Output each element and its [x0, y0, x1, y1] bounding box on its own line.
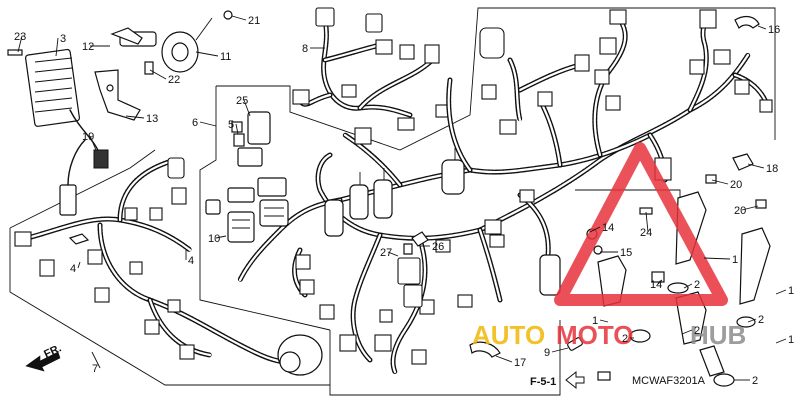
fuse-relay-group [205, 111, 289, 243]
callout-leader-line [551, 347, 569, 353]
callout-number-17: 17 [514, 357, 526, 369]
callout-number-11: 11 [220, 51, 231, 63]
callout-number-2: 2 [758, 314, 764, 326]
callout-number-21: 21 [248, 15, 260, 27]
callout-number-4: 4 [70, 263, 76, 275]
callout-number-25: 25 [236, 95, 248, 107]
frame-lines [9, 7, 776, 396]
callout-leader-line [149, 69, 167, 80]
callout-leader-line [775, 338, 787, 344]
callout-leader-line [387, 251, 399, 257]
callout-number-1: 1 [788, 334, 794, 346]
sub-harness-left [14, 157, 323, 376]
callout-number-7: 7 [92, 363, 98, 375]
callout-leader-line [683, 283, 693, 289]
callout-number-24: 24 [640, 227, 652, 239]
callout-leader-line [589, 226, 601, 233]
coils [324, 148, 561, 296]
callout-number-1: 1 [788, 285, 794, 297]
watermark: AUTO MOTO HUB [472, 142, 746, 350]
callout-number-10: 10 [208, 233, 220, 245]
callout-number-5: 5 [228, 119, 234, 131]
callout-leader-line [747, 163, 765, 169]
callout-leader-line [77, 261, 81, 269]
callout-leader-line [215, 235, 227, 239]
diagram-code: MCWAF3201A [632, 375, 706, 387]
callout-number-16: 16 [768, 24, 780, 36]
watermark-brand-moto: MOTO [556, 320, 634, 350]
callout-leader-line [231, 15, 247, 21]
callout-leader-line [645, 211, 649, 233]
callout-leader-line [747, 318, 757, 323]
callout-number-13: 13 [146, 113, 158, 125]
callout-number-14: 14 [650, 279, 662, 291]
callout-leader-line [775, 289, 787, 295]
connectors [295, 9, 773, 365]
callout-number-2: 2 [694, 325, 700, 337]
callout-leader-line [91, 351, 101, 369]
callout-leader-line [681, 329, 693, 335]
callout-leader-line [495, 355, 513, 363]
callout-leader-line [243, 99, 251, 117]
bracket [94, 69, 141, 121]
callout-number-22: 22 [168, 74, 180, 86]
callout-number-2: 2 [752, 375, 758, 387]
callout-leader-line [599, 319, 609, 323]
callout-leader-line [55, 37, 59, 57]
callout-number-27: 27 [380, 247, 392, 259]
front-direction-indicator: FR. [25, 342, 63, 372]
callout-number-19: 19 [82, 131, 94, 143]
reference-label: F-5-1 [530, 376, 556, 388]
watermark-brand-hub: HUB [690, 320, 746, 350]
callout-number-18: 18 [766, 163, 778, 175]
watermark-brand-auto: AUTO [472, 320, 545, 350]
callout-leader-line [757, 25, 767, 30]
callout-leader-line [741, 205, 759, 211]
callout-number-2: 2 [622, 333, 628, 345]
callout-number-4: 4 [188, 255, 194, 267]
callout-number-26: 26 [432, 241, 444, 253]
callout-number-1: 1 [592, 315, 598, 327]
callout-leader-line [17, 35, 23, 53]
callout-leader-line [711, 179, 729, 185]
callout-leader-line [89, 135, 97, 151]
callout-number-15: 15 [620, 247, 632, 259]
callout-number-12: 12 [82, 41, 94, 53]
callout-number-20: 20 [730, 179, 742, 191]
callout-number-3: 3 [60, 33, 66, 45]
regulator-rectifier [24, 48, 109, 216]
callout-number-14: 14 [602, 222, 614, 234]
horn [119, 17, 213, 73]
reference-mark: F-5-1 [530, 370, 585, 390]
callout-leader-line [199, 121, 217, 127]
callout-leader-line [657, 279, 663, 285]
callout-leader-line [703, 257, 731, 260]
callout-number-8: 8 [302, 43, 308, 55]
callout-number-9: 9 [544, 347, 550, 359]
callout-number-20: 20 [734, 205, 746, 217]
callout-number-2: 2 [694, 279, 700, 291]
callout-leader-line [125, 115, 145, 119]
callout-leader-line [195, 51, 219, 57]
callout-number-1: 1 [732, 254, 738, 266]
callout-number-23: 23 [14, 31, 26, 43]
callout-leader-line [235, 123, 239, 135]
clamps [110, 15, 760, 358]
sub-harness-upper [292, 7, 451, 131]
callout-number-6: 6 [192, 117, 198, 129]
